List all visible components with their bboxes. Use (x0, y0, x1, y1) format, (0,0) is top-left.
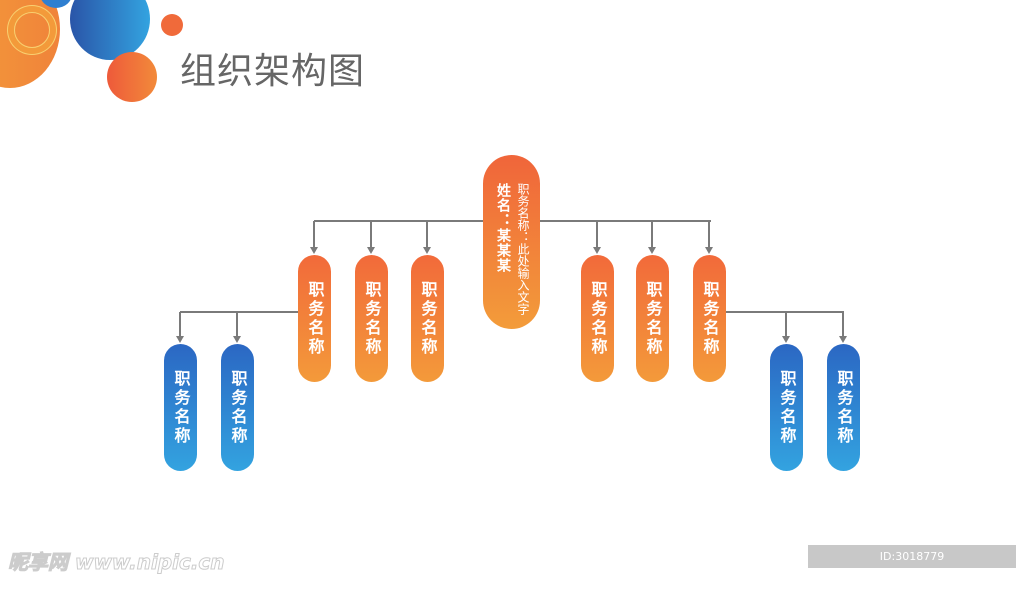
decor-circle-blue-large (70, 0, 150, 60)
node-blue[interactable]: 职务名称 (164, 344, 197, 471)
connector-drop (236, 312, 238, 337)
node-label: 职务名称 (418, 280, 438, 357)
node-orange[interactable]: 职务名称 (298, 255, 331, 382)
arrow-down-icon (176, 336, 184, 343)
node-label: 职务名称 (588, 280, 608, 357)
node-label: 职务名称 (643, 280, 663, 357)
arrow-down-icon (839, 336, 847, 343)
node-blue[interactable]: 职务名称 (770, 344, 803, 471)
decor-circle-blue-small (40, 0, 72, 8)
decor-circle-orange-mid (107, 52, 157, 102)
arrow-down-icon (782, 336, 790, 343)
node-label: 职务名称 (777, 369, 797, 446)
arrow-down-icon (367, 247, 375, 254)
decor-rings (14, 12, 50, 48)
arrow-down-icon (593, 247, 601, 254)
arrow-down-icon (233, 336, 241, 343)
top-node[interactable]: 姓名：某某某 职务名称：此处输入文字 (483, 155, 540, 329)
watermark-site: 昵享网 www.nipic.cn (8, 550, 226, 575)
arrow-down-icon (705, 247, 713, 254)
node-orange[interactable]: 职务名称 (411, 255, 444, 382)
top-node-role: 职务名称：此处输入文字 (516, 183, 530, 315)
node-orange[interactable]: 职务名称 (581, 255, 614, 382)
node-label: 职务名称 (700, 280, 720, 357)
node-label: 职务名称 (171, 369, 191, 446)
decor-circle-orange-small (161, 14, 183, 36)
node-label: 职务名称 (305, 280, 325, 357)
connector-drop (842, 312, 844, 337)
node-orange[interactable]: 职务名称 (693, 255, 726, 382)
node-orange[interactable]: 职务名称 (355, 255, 388, 382)
page-title: 组织架构图 (180, 51, 366, 92)
node-orange[interactable]: 职务名称 (636, 255, 669, 382)
connector (180, 311, 298, 313)
connector-drop (370, 221, 372, 248)
connector-drop (708, 221, 710, 248)
arrow-down-icon (310, 247, 318, 254)
watermark-id: ID:3018779 NO:20220716080334829102 (808, 545, 1016, 586)
connector-drop (179, 312, 181, 337)
connector-drop (651, 221, 653, 248)
node-label: 职务名称 (228, 369, 248, 446)
node-blue[interactable]: 职务名称 (221, 344, 254, 471)
connector-drop (426, 221, 428, 248)
connector-drop (785, 312, 787, 337)
top-node-name: 姓名：某某某 (495, 183, 511, 273)
connector (725, 311, 844, 313)
node-label: 职务名称 (362, 280, 382, 357)
connector-drop (313, 221, 315, 248)
arrow-down-icon (423, 247, 431, 254)
node-blue[interactable]: 职务名称 (827, 344, 860, 471)
node-label: 职务名称 (834, 369, 854, 446)
connector-drop (596, 221, 598, 248)
arrow-down-icon (648, 247, 656, 254)
